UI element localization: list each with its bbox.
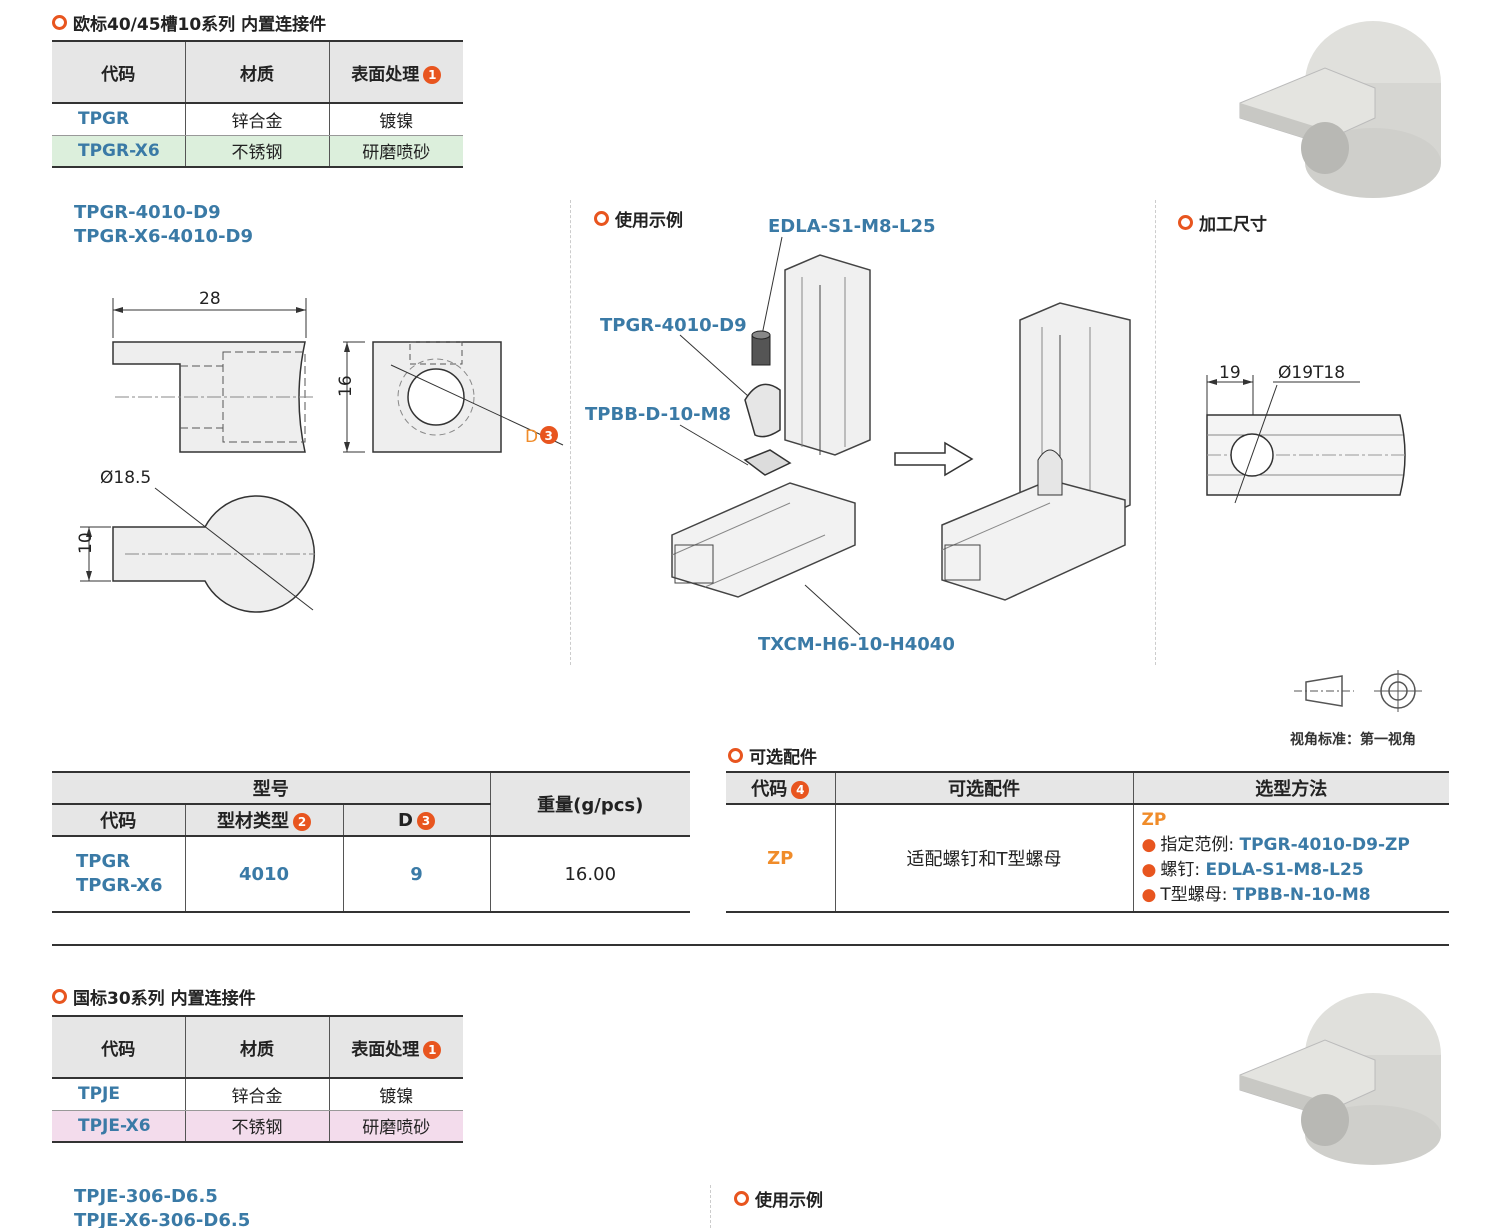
callout-screw: EDLA-S1-M8-L25 (768, 216, 936, 237)
header-code: 代码 (52, 804, 185, 837)
usage-illustration: EDLA-S1-M8-L25 TPGR-4010-D9 TPBB-D-10-M8… (585, 216, 1131, 655)
usage-title-2: 使用示例 (734, 1186, 823, 1211)
code-cell: TPJE-X6 (52, 1110, 185, 1142)
bullet-icon: ● (1141, 885, 1157, 905)
bullet-icon: ● (1141, 835, 1157, 855)
surface-cell: 镀镍 (328, 103, 463, 136)
technical-drawing: 28 16 D 3 Ø18.5 10 (76, 289, 564, 613)
code-cell: TPGR-X6 (52, 135, 185, 167)
view-standard-label: 视角标准：第一视角 (1290, 732, 1416, 748)
table-row: TPGR TPGR-X6 4010 9 16.00 (52, 836, 690, 912)
table-row: TPJE-X6 不锈钢 研磨喷砂 (52, 1110, 463, 1142)
badge-2-icon: 2 (293, 813, 311, 831)
surface-cell: 镀镍 (328, 1078, 463, 1111)
code-cell: TPGR (52, 103, 185, 136)
divider (570, 200, 571, 665)
options-title: 可选配件 (728, 743, 817, 768)
section-divider (52, 944, 1449, 946)
section2-title: 国标30系列 内置连接件 (52, 984, 256, 1009)
bullet-icon: ● (1141, 860, 1157, 880)
ring-bullet-icon (52, 989, 67, 1004)
header-model: 型号 (52, 772, 490, 805)
table-row: TPGR-X6 不锈钢 研磨喷砂 (52, 135, 463, 167)
badge-1-icon: 1 (423, 65, 442, 84)
model-code: TPJE-X6-306-D6.5 (74, 1210, 251, 1228)
model-code-list: TPGR-4010-D9 TPGR-X6-4010-D9 (74, 201, 253, 249)
dimension-d: D (525, 427, 538, 447)
header-method: 选型方法 (1132, 772, 1449, 804)
projection-symbol-icon (1294, 670, 1422, 712)
code-cell: TPJE (52, 1078, 185, 1111)
material-cell: 不锈钢 (184, 1110, 329, 1142)
connector-3d-image (1239, 21, 1441, 198)
d-cell: 9 (342, 836, 490, 912)
header-code: 代码 (52, 1016, 185, 1078)
ring-bullet-icon (52, 15, 67, 30)
table-row: ZP 适配螺钉和T型螺母 ZP ●指定范例: TPGR-4010-D9-ZP ●… (726, 804, 1449, 912)
callout-profile: TXCM-H6-10-H4040 (758, 634, 955, 655)
header-option: 可选配件 (834, 772, 1133, 804)
model-code: TPGR-X6-4010-D9 (74, 226, 254, 247)
table-row: TPGR 锌合金 镀镍 (52, 103, 463, 136)
option-name-cell: 适配螺钉和T型螺母 (834, 804, 1133, 912)
divider (1155, 200, 1156, 665)
weight-cell: 16.00 (489, 836, 690, 912)
callout-nut: TPBB-D-10-M8 (585, 404, 731, 425)
connector-3d-image (1239, 993, 1441, 1165)
method-cell: ZP ●指定范例: TPGR-4010-D9-ZP ●螺钉: EDLA-S1-M… (1132, 804, 1449, 912)
header-material: 材质 (184, 41, 329, 103)
method-code: ZP (1141, 810, 1167, 830)
profile-type-cell: 4010 (184, 836, 343, 912)
divider (710, 1185, 711, 1228)
ring-bullet-icon (734, 1191, 749, 1206)
callout-connector: TPGR-4010-D9 (600, 315, 747, 336)
ring-bullet-icon (1178, 215, 1193, 230)
dimension-19: 19 (1219, 363, 1241, 383)
dimension-10: 10 (76, 532, 96, 554)
header-material: 材质 (184, 1016, 329, 1078)
header-weight: 重量(g/pcs) (489, 772, 690, 837)
surface-cell: 研磨喷砂 (328, 1110, 463, 1142)
code-cell: TPGR TPGR-X6 (76, 851, 163, 896)
method-line: ●指定范例: TPGR-4010-D9-ZP (1141, 835, 1410, 855)
material-cell: 锌合金 (184, 103, 329, 136)
model-code: TPGR-4010-D9 (74, 202, 221, 223)
model-code: TPJE-306-D6.5 (74, 1186, 218, 1207)
table-row: TPJE 锌合金 镀镍 (52, 1078, 463, 1111)
section1-title: 欧标40/45槽10系列 内置连接件 (52, 10, 326, 35)
option-code-cell: ZP (767, 847, 794, 869)
machining-title: 加工尺寸 (1178, 210, 1267, 235)
ring-bullet-icon (728, 748, 743, 763)
badge-3-icon: 3 (545, 429, 553, 443)
method-line: ●螺钉: EDLA-S1-M8-L25 (1141, 860, 1364, 880)
model-code-list: TPJE-306-D6.5 TPJE-X6-306-D6.5 (74, 1185, 250, 1228)
material-cell: 不锈钢 (184, 135, 329, 167)
header-code: 代码 (52, 41, 185, 103)
dimension-28: 28 (199, 289, 221, 309)
method-line: ●T型螺母: TPBB-N-10-M8 (1141, 885, 1371, 905)
surface-cell: 研磨喷砂 (328, 135, 463, 167)
badge-3-icon: 3 (416, 811, 435, 830)
machining-drawing: 19 Ø19T18 (1206, 363, 1406, 504)
material-cell: 锌合金 (184, 1078, 329, 1111)
badge-1-icon: 1 (423, 1040, 442, 1059)
badge-4-icon: 4 (791, 781, 810, 799)
ring-bullet-icon (594, 211, 609, 226)
usage-title: 使用示例 (594, 206, 683, 231)
dimension-16: 16 (336, 375, 356, 397)
dimension-diameter: Ø18.5 (100, 468, 151, 488)
dimension-hole: Ø19T18 (1278, 363, 1345, 383)
